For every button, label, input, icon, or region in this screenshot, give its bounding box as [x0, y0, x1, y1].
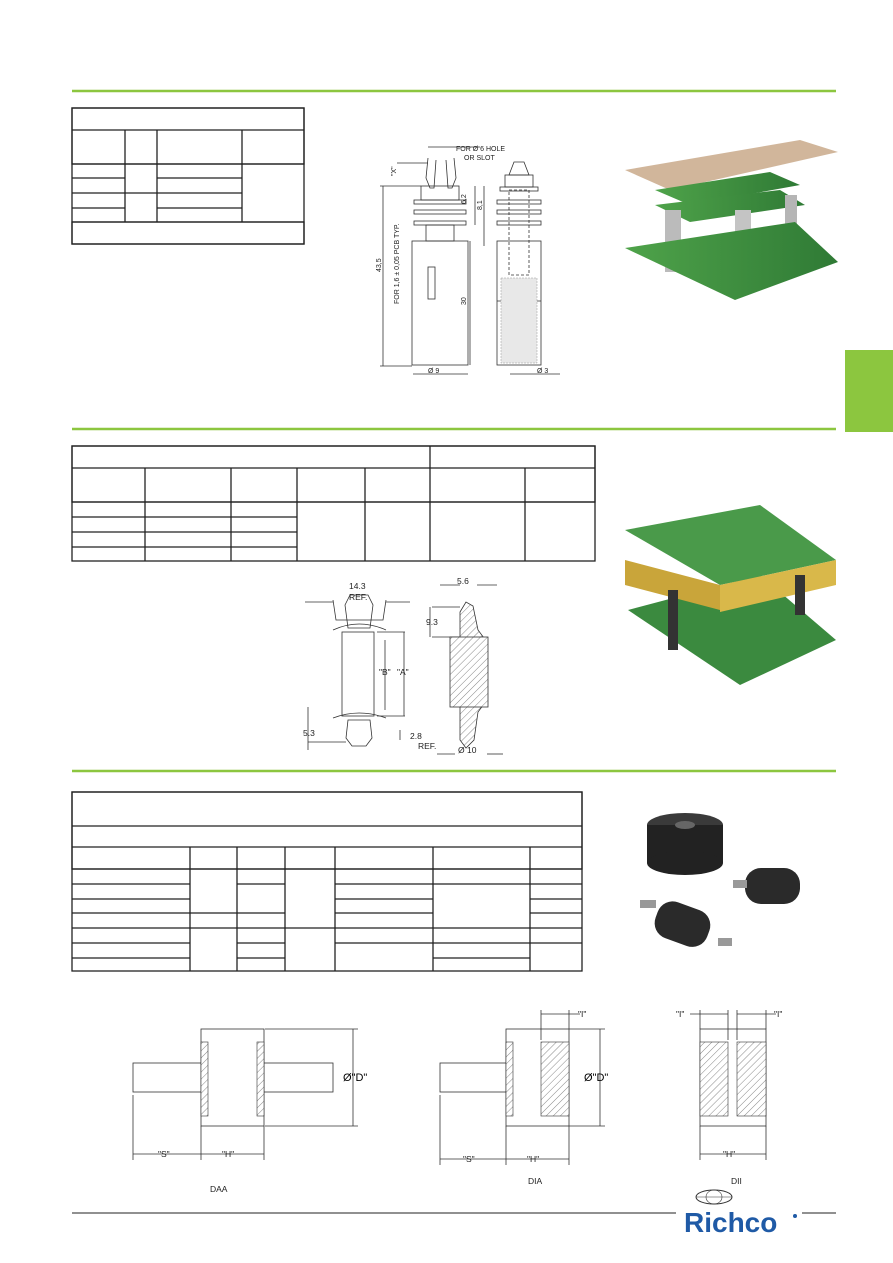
drawing-caption-dia: DIA — [528, 1176, 543, 1186]
logo-text: Richco — [684, 1207, 777, 1238]
dim-b: "B" — [379, 667, 391, 677]
dim-h: "H" — [222, 1149, 234, 1159]
dim-x: "X" — [391, 166, 398, 176]
dim-h: "H" — [723, 1149, 735, 1159]
dim-2-8: 2.8 — [410, 731, 422, 741]
pcb-note: FOR 1,6 ± 0,05 PCB TYP. — [394, 223, 401, 304]
ref-label: REF. — [349, 592, 367, 602]
dim-14-3: 14.3 — [349, 581, 366, 591]
dia-3: Ø 3 — [537, 368, 548, 375]
dim-i-left: "I" — [676, 1009, 684, 1019]
drawing-standoff-1: FOR Ø 6 HOLE OR SLOT "X" 6,2 8,1 43,5 FO… — [376, 146, 560, 375]
drawing-daa: "S" "H" Ø"D" DAA — [132, 1028, 367, 1194]
section-dividers — [72, 89, 836, 1214]
dim-a: "A" — [397, 667, 409, 677]
dim-30: 30 — [461, 297, 468, 305]
dim-s: "S" — [158, 1149, 170, 1159]
section-tab — [845, 350, 893, 432]
dim-d: Ø"D" — [343, 1072, 367, 1084]
spec-table-3 — [71, 791, 583, 972]
dim-9-3: 9.3 — [426, 617, 438, 627]
hole-note-2: OR SLOT — [464, 155, 495, 162]
hole-note: FOR Ø 6 HOLE — [456, 146, 505, 153]
product-photo-pcb-stack — [625, 140, 838, 300]
spec-table-1 — [71, 107, 305, 245]
dim-s: "S" — [463, 1154, 475, 1164]
ref-label-2: REF. — [418, 741, 436, 751]
spec-table-2 — [71, 445, 596, 562]
dim-8-1: 8,1 — [477, 200, 484, 210]
drawing-dia: "S" "H" Ø"D" "I" DIA — [439, 1009, 608, 1186]
dia-10: Ø 10 — [458, 745, 477, 755]
product-photo-rubber-standoffs — [640, 813, 800, 947]
drawing-caption-daa: DAA — [210, 1184, 228, 1194]
drawing-dii: "I" "I" "H" DII — [676, 1009, 782, 1186]
dim-43-5: 43,5 — [376, 258, 383, 272]
drawing-standoff-2: 14.3 REF. 5.6 9.3 "B" "A" 5.3 2.8 REF. Ø… — [303, 576, 503, 755]
dim-5-6: 5.6 — [457, 576, 469, 586]
dim-d: Ø"D" — [584, 1072, 608, 1084]
product-photo-card-guide — [625, 505, 836, 685]
dim-6-2: 6,2 — [461, 194, 468, 204]
dia-9: Ø 9 — [428, 368, 439, 375]
dim-i: "I" — [578, 1009, 586, 1019]
drawing-caption-dii: DII — [731, 1176, 742, 1186]
dim-i-right: "I" — [774, 1009, 782, 1019]
dim-h: "H" — [527, 1154, 539, 1164]
richco-logo: Richco — [684, 1189, 797, 1238]
dim-5-3: 5.3 — [303, 728, 315, 738]
